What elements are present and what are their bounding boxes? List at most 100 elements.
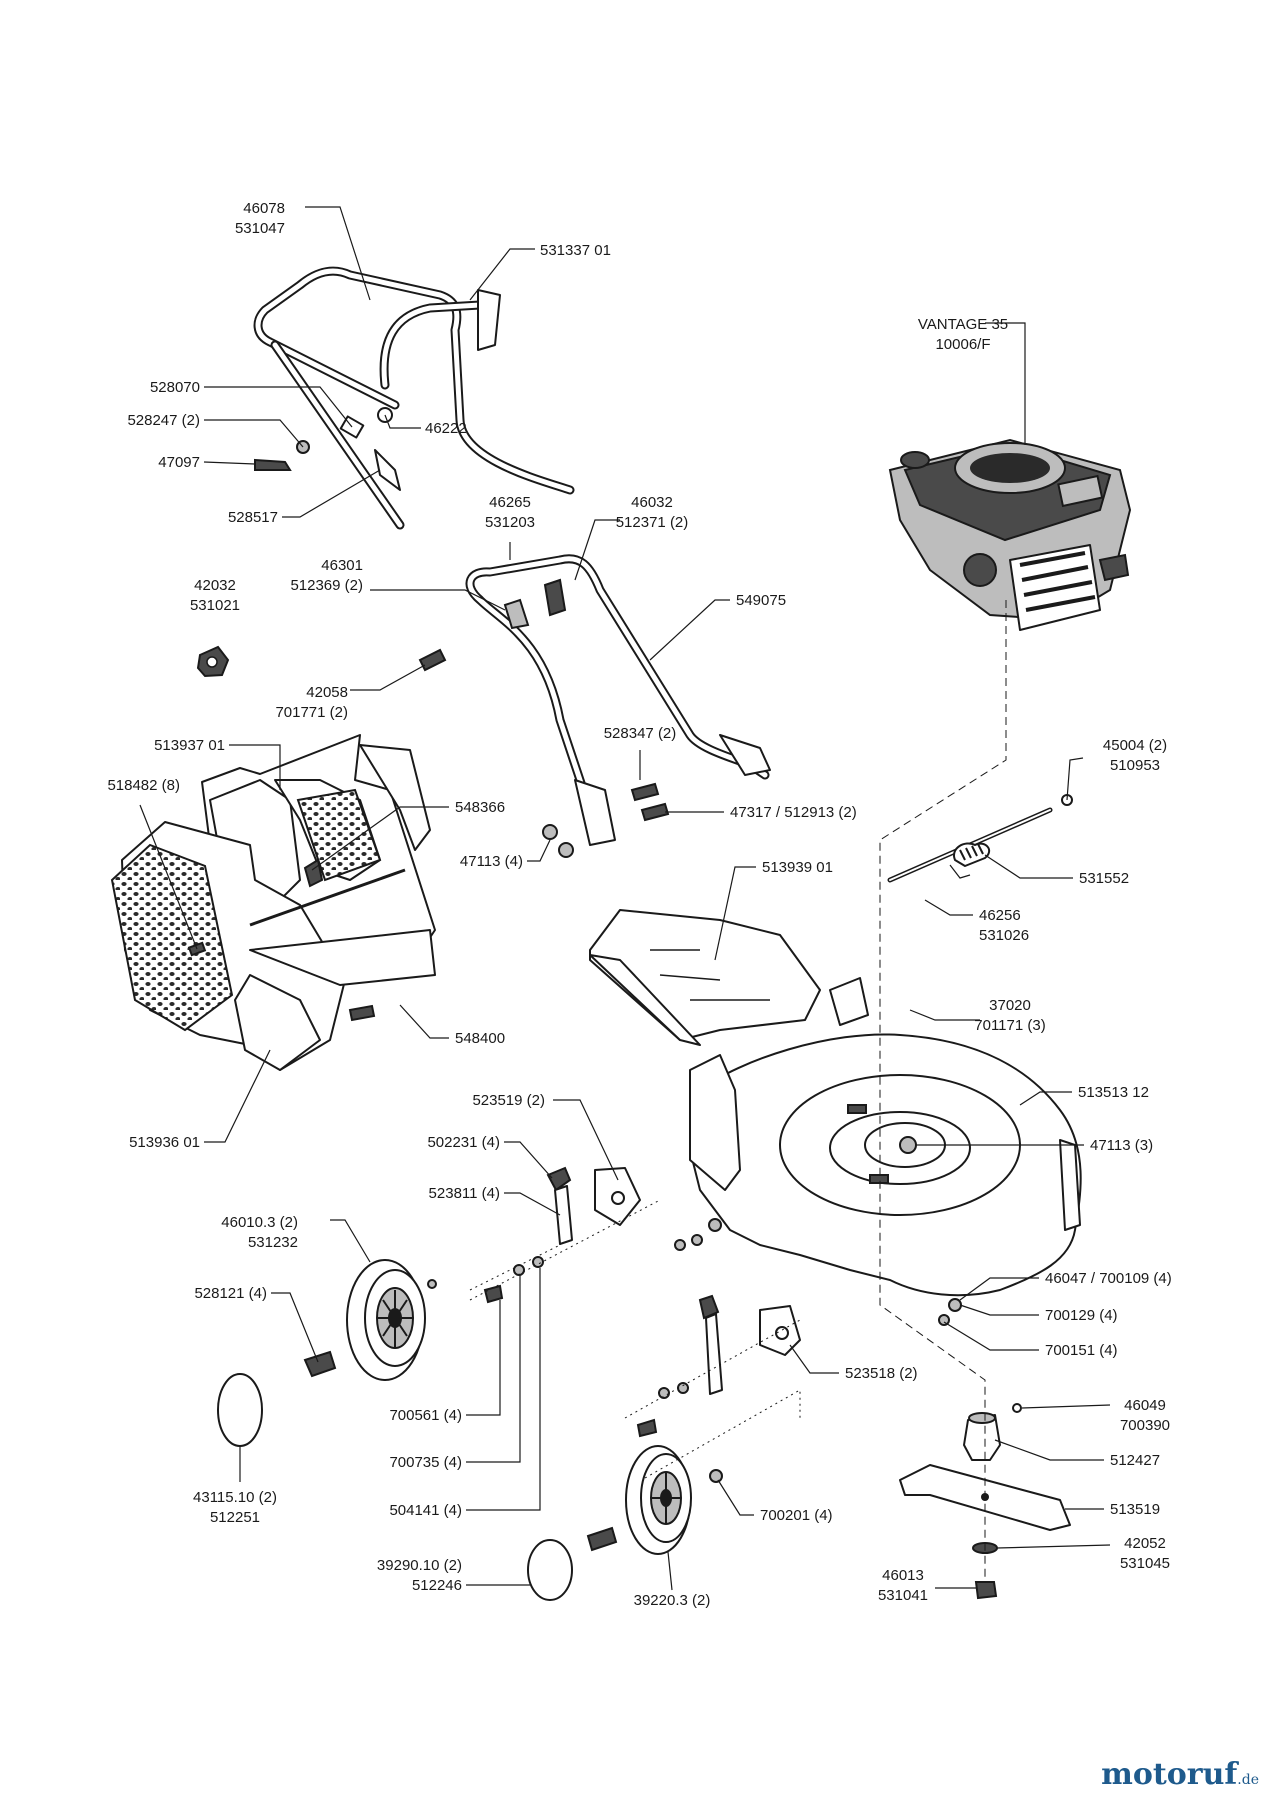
leader-line bbox=[399, 1004, 449, 1039]
callout-blade-adapter: 512427 bbox=[994, 1439, 1160, 1469]
part-number-label: 42032 bbox=[194, 577, 236, 594]
leader-line bbox=[667, 1551, 673, 1591]
part-number-label: 518482 (8) bbox=[107, 777, 180, 794]
watermark-tld: .de bbox=[1237, 1772, 1259, 1788]
callout-deck-nut: 47113 (3) bbox=[916, 1137, 1153, 1154]
part-number-label: 46265 bbox=[489, 494, 531, 511]
part-number-label: 47317 / 512913 (2) bbox=[730, 804, 857, 821]
callout-deck: 513513 12 bbox=[1019, 1084, 1149, 1106]
leader-line bbox=[717, 1479, 754, 1516]
part-number-label: 43115.10 (2) bbox=[193, 1489, 277, 1506]
callout-bag-frame-lower: 548400 bbox=[399, 1004, 505, 1047]
callout-height-lever-lower: 523811 (4) bbox=[429, 1185, 561, 1216]
leader-line bbox=[1066, 757, 1084, 801]
part-number-label: 46013 bbox=[882, 1567, 924, 1584]
part-number-label: 46032 bbox=[631, 494, 673, 511]
leader-line bbox=[924, 899, 973, 916]
callout-cable-clip: 528517 bbox=[228, 469, 381, 526]
part-number-label: 531047 bbox=[235, 220, 285, 237]
callout-control-cable: 531337 01 bbox=[469, 242, 611, 301]
leader-line bbox=[139, 804, 198, 950]
callout-key: 46049 700390 bbox=[1021, 1397, 1170, 1434]
callout-height-spring: 523519 (2) bbox=[472, 1092, 619, 1181]
callout-nut-handle-mount: 47113 (4) bbox=[460, 839, 551, 870]
part-number-label: 46049 bbox=[1124, 1397, 1166, 1414]
part-number-label: 46256 bbox=[979, 907, 1021, 924]
rear-rod-drawing bbox=[887, 794, 1073, 883]
callout-washer-700735: 700735 (4) bbox=[389, 1275, 521, 1471]
leader-line bbox=[985, 322, 1026, 445]
part-number-label: 531021 bbox=[190, 597, 240, 614]
callout-hub-cap-rear: 43115.10 (2) 512251 bbox=[193, 1446, 277, 1526]
callout-screw-pair: 528347 (2) bbox=[604, 725, 676, 780]
callout-knob-upper: 47097 bbox=[158, 454, 256, 471]
part-number-label: 700735 (4) bbox=[389, 1454, 462, 1471]
part-number-label: 523519 (2) bbox=[472, 1092, 545, 1109]
upper-handle-drawing bbox=[253, 266, 575, 530]
leader-line bbox=[311, 806, 449, 871]
part-number-label: 531337 01 bbox=[540, 242, 611, 259]
leader-line bbox=[504, 1141, 553, 1179]
callout-washer-700201: 700201 (4) bbox=[717, 1479, 833, 1524]
part-number-label: 700129 (4) bbox=[1045, 1307, 1118, 1324]
grass-bag-drawing bbox=[110, 734, 436, 1071]
callout-washer-504141: 504141 (4) bbox=[389, 1268, 541, 1519]
part-number-label: 513936 01 bbox=[129, 1134, 200, 1151]
part-number-label: 46301 bbox=[321, 557, 363, 574]
callout-hub-cap-front: 39290.10 (2)512246 bbox=[377, 1557, 530, 1594]
leader-line bbox=[370, 589, 506, 611]
part-number-label: 531203 bbox=[485, 514, 535, 531]
leader-line bbox=[305, 206, 371, 301]
part-number-label: 512251 bbox=[210, 1509, 260, 1526]
deck-drawing bbox=[689, 977, 1082, 1297]
part-number-label: 512246 bbox=[412, 1577, 462, 1594]
part-number-label: 701771 (2) bbox=[275, 704, 348, 721]
callout-bolt-handle-mount: 47317 / 512913 (2) bbox=[665, 804, 857, 821]
assembly-guide-lines bbox=[469, 600, 1007, 1580]
part-number-label: 512371 (2) bbox=[616, 514, 689, 531]
part-number-label: 42052 bbox=[1124, 1535, 1166, 1552]
part-number-label: 549075 bbox=[736, 592, 786, 609]
leader-line bbox=[504, 1192, 561, 1216]
part-number-label: 523518 (2) bbox=[845, 1365, 918, 1382]
callout-washer-upper: 528247 (2) bbox=[127, 412, 304, 448]
leader-line bbox=[959, 1277, 1039, 1301]
part-number-label: 513513 12 bbox=[1078, 1084, 1149, 1101]
leader-line bbox=[574, 519, 620, 581]
callout-washer-700151: 700151 (4) bbox=[943, 1321, 1118, 1359]
callout-bag-frame-upper: 548366 bbox=[311, 799, 505, 871]
part-number-label: 528070 bbox=[150, 379, 200, 396]
part-number-label: 700390 bbox=[1120, 1417, 1170, 1434]
callout-washer-700129: 700129 (4) bbox=[959, 1304, 1118, 1324]
callout-spring-nut: 45004 (2)510953 bbox=[1066, 737, 1167, 801]
part-number-label: 528247 (2) bbox=[127, 412, 200, 429]
part-number-label: 504141 (4) bbox=[389, 1502, 462, 1519]
leader-line bbox=[996, 1544, 1111, 1549]
part-number-label: VANTAGE 35 bbox=[918, 316, 1008, 333]
callout-handle-lower-part: 549075 bbox=[649, 592, 786, 661]
leader-line bbox=[943, 1321, 1039, 1351]
callout-rear-flap: 513939 01 bbox=[714, 859, 833, 961]
part-number-label: 700561 (4) bbox=[389, 1407, 462, 1424]
callout-deck-nut-side: 46047 / 700109 (4) bbox=[959, 1270, 1172, 1301]
callout-handle-lever: 46032 512371 (2) bbox=[574, 494, 689, 581]
leader-line bbox=[466, 1268, 541, 1511]
leader-line bbox=[203, 461, 256, 465]
part-number-label: 512427 bbox=[1110, 1452, 1160, 1469]
rear-flap-drawing bbox=[589, 909, 821, 1046]
height-adjust-drawing bbox=[427, 1166, 962, 1483]
part-number-label: 46047 / 700109 (4) bbox=[1045, 1270, 1172, 1287]
part-number-label: 46010.3 (2) bbox=[221, 1214, 298, 1231]
part-number-label: 700151 (4) bbox=[1045, 1342, 1118, 1359]
callout-wheel-rear: 46010.3 (2)531232 bbox=[221, 1214, 371, 1263]
leader-line bbox=[1019, 1091, 1072, 1106]
part-number-label: 46222 bbox=[425, 420, 467, 437]
callout-bag-rivets: 518482 (8) bbox=[107, 777, 198, 950]
part-number-label: 531045 bbox=[1120, 1555, 1170, 1572]
part-number-label: 531552 bbox=[1079, 870, 1129, 887]
